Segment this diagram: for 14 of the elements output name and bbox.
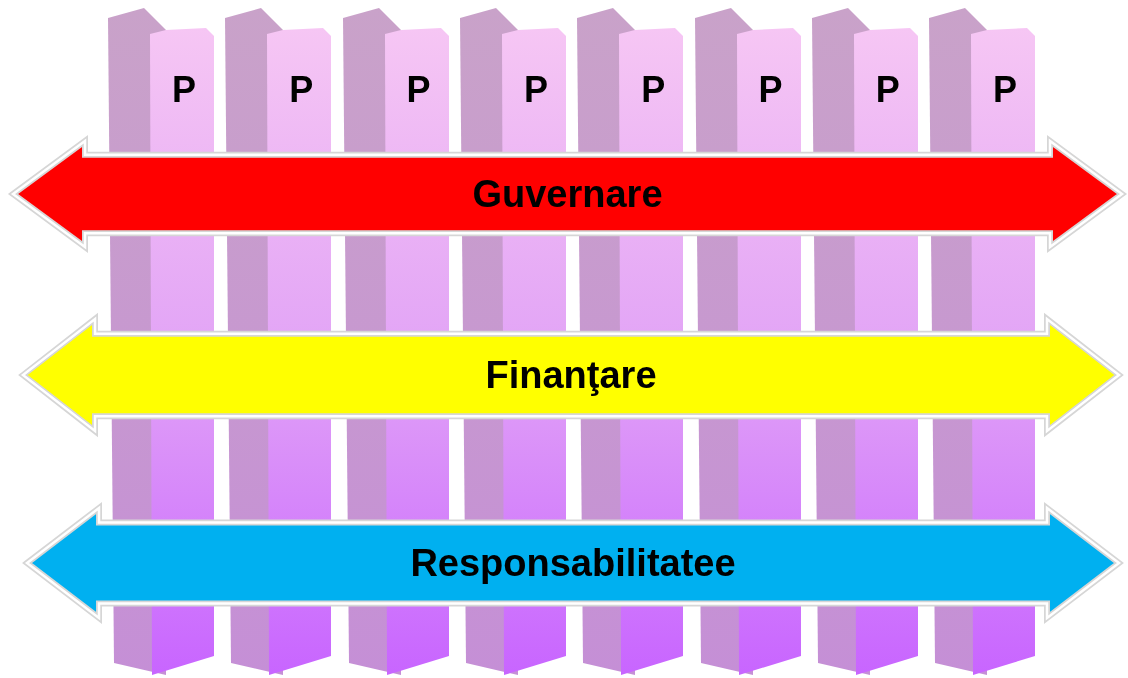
band-label: Guvernare bbox=[472, 172, 663, 216]
double-arrow-band bbox=[20, 316, 1122, 434]
pillar-label: P bbox=[171, 70, 197, 110]
pillar-label: P bbox=[874, 70, 901, 110]
pillar-label: P bbox=[405, 70, 432, 110]
double-arrow-band bbox=[10, 138, 1125, 250]
pillar-label: P bbox=[640, 70, 667, 110]
band-label: Finanţare bbox=[485, 353, 657, 397]
pillar-label: P bbox=[522, 70, 549, 110]
band-label: Responsabilitatee bbox=[410, 541, 736, 585]
pillar-label: P bbox=[992, 70, 1019, 110]
double-arrow-band bbox=[24, 505, 1122, 621]
pillar-label: P bbox=[288, 70, 315, 110]
pillar-label: P bbox=[757, 70, 784, 110]
